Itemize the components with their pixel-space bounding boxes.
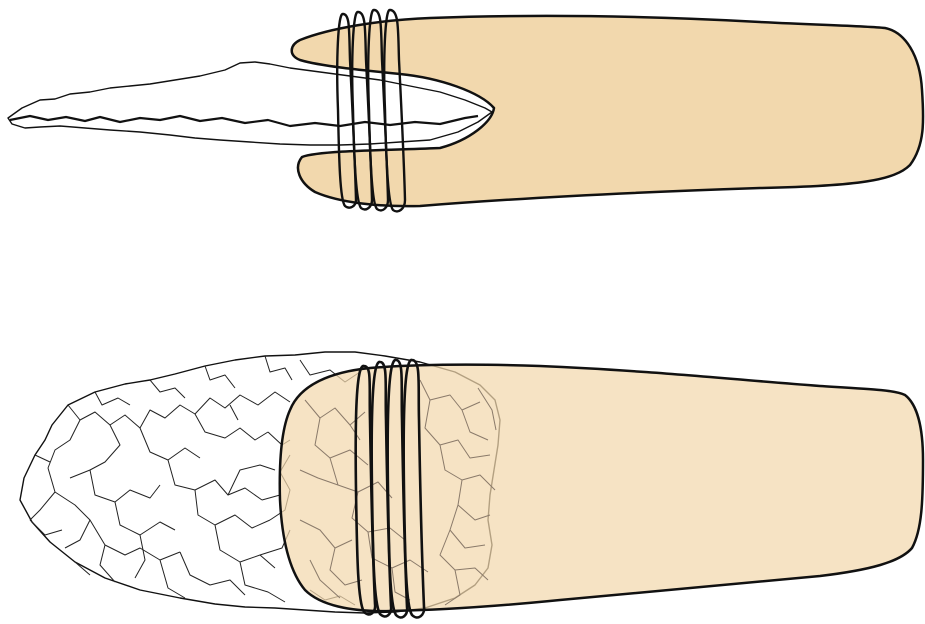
side-view-panel xyxy=(8,10,923,211)
face-view-panel xyxy=(20,352,923,617)
haft-bottom xyxy=(280,365,923,611)
